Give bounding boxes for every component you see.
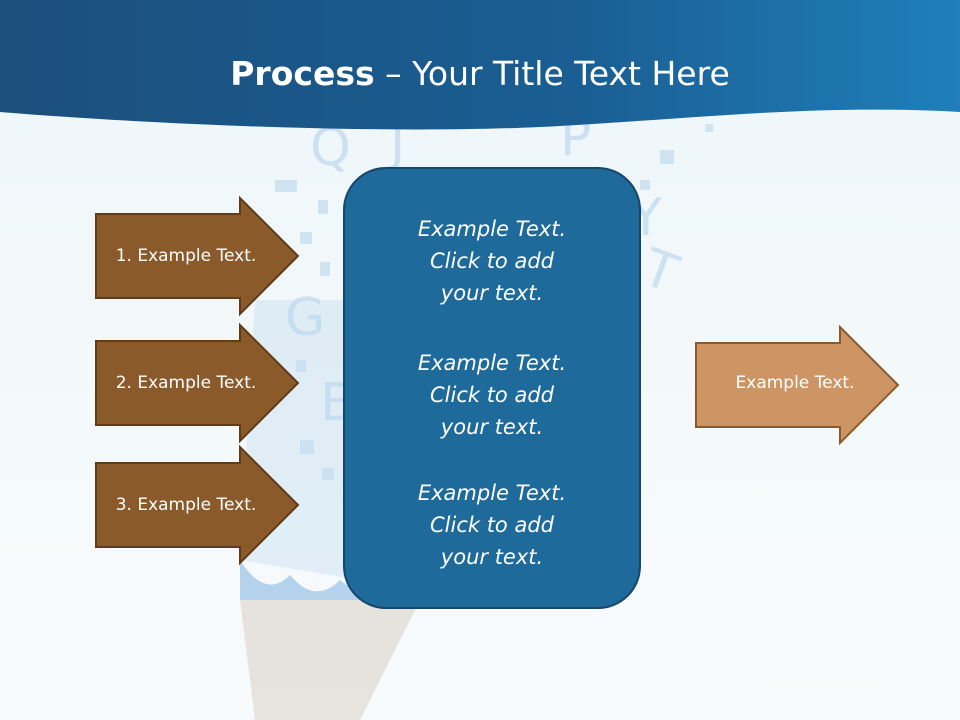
process-text-line: Example Text. [417, 217, 567, 241]
process-text-line: Click to add [429, 383, 554, 407]
process-text-block-3: Example Text. Click to add your text. [360, 477, 624, 573]
process-text-line: your text. [440, 415, 544, 439]
process-text-block-2: Example Text. Click to add your text. [360, 347, 624, 443]
input-arrow-2-label: 2. Example Text. [115, 373, 257, 393]
input-arrow-1 [95, 195, 300, 317]
input-arrow-3-label: 3. Example Text. [115, 495, 257, 515]
title-bold: Process [230, 54, 375, 93]
svg-text:G: G [285, 288, 325, 348]
input-arrow-1-label: 1. Example Text. [115, 246, 257, 266]
process-text-line: Click to add [429, 249, 554, 273]
process-text-line: your text. [440, 281, 544, 305]
output-arrow-label: Example Text. [735, 373, 855, 393]
output-arrow [695, 324, 900, 446]
header-band [0, 0, 960, 130]
process-text-line: Click to add [429, 513, 554, 537]
process-box [343, 167, 641, 609]
title-rest: – Your Title Text Here [385, 54, 730, 93]
floating-squares-decoration [275, 124, 713, 480]
process-text-line: your text. [440, 545, 544, 569]
input-arrow-2 [95, 322, 300, 444]
process-text-line: Example Text. [417, 481, 567, 505]
process-text-line: Example Text. [417, 351, 567, 375]
slide-title: Process – Your Title Text Here [0, 52, 960, 96]
process-text-block-1: Example Text. Click to add your text. [360, 213, 624, 309]
input-arrow-3 [95, 444, 300, 566]
